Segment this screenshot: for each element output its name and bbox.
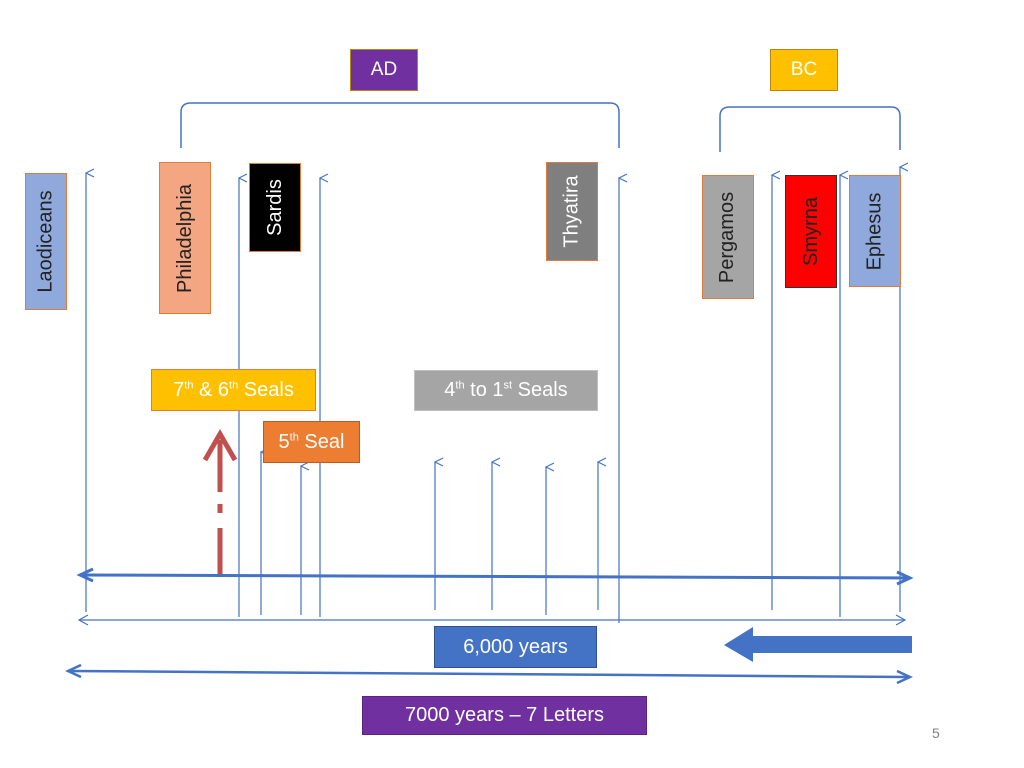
bc-bracket: [719, 106, 901, 152]
letter-ephesus: Ephesus: [849, 175, 901, 287]
seals-4-to-1: 4th to 1st Seals: [414, 370, 598, 411]
ad-bracket: [180, 102, 620, 148]
short-arrows: [261, 452, 598, 615]
seals-7-and-6: 7th & 6th Seals: [151, 369, 316, 411]
ad-label: AD: [350, 49, 418, 91]
seal-5: 5th Seal: [263, 421, 360, 463]
direction-arrow: [724, 627, 912, 662]
seven-thousand-years-label: 7000 years – 7 Letters: [362, 696, 647, 735]
letter-pergamos: Pergamos: [702, 175, 754, 299]
six-thousand-years-label: 6,000 years: [434, 626, 597, 668]
bc-label: BC: [770, 49, 838, 91]
red-dashed-arrow: [202, 428, 238, 577]
letter-philadelphia: Philadelphia: [159, 162, 211, 314]
letter-thyatira: Thyatira: [546, 162, 598, 261]
main-timeline: [76, 567, 914, 586]
page-number: 5: [932, 725, 940, 741]
letter-laodiceans: Laodiceans: [25, 173, 67, 310]
letter-sardis: Sardis: [249, 163, 301, 252]
thin-timeline: [77, 614, 907, 626]
letter-smyrna: Smyrna: [785, 175, 837, 288]
seven-thousand-timeline: [65, 663, 913, 685]
